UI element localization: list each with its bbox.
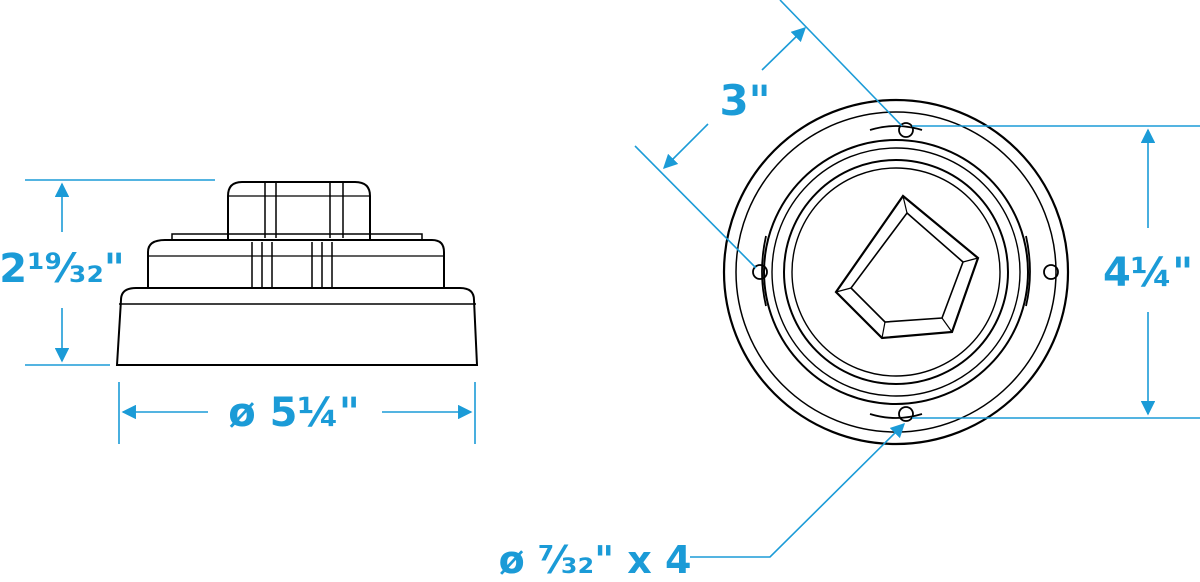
top-height-label: 4¼": [1103, 250, 1193, 296]
knob-rib-right: [329, 182, 344, 238]
flange-ring-inner: [771, 147, 1021, 397]
side-diameter-label: ø 5¼": [228, 390, 359, 436]
middle-ribs: [251, 242, 333, 288]
flange-ring: [763, 139, 1029, 405]
middle-tier-step: [171, 233, 423, 240]
knob-outline: [227, 181, 371, 240]
middle-tier-outline: [147, 239, 445, 288]
outer-rim: [722, 98, 1070, 446]
spacing-extension-top: [779, 0, 903, 127]
side-diameter-dimension: [118, 382, 476, 444]
top-spacing-dimension: [634, 0, 903, 269]
cap-outer: [783, 159, 1009, 385]
flange-segments: [761, 125, 1031, 419]
mount-hole-top: [898, 122, 914, 138]
hole-leader: [690, 422, 906, 558]
top-height-dimension: [912, 125, 1200, 419]
base-outline: [115, 287, 479, 366]
hole-label: ø ⁷⁄₃₂" x 4: [499, 538, 692, 582]
top-spacing-label: 3": [719, 76, 770, 125]
hole-leader-line: [690, 422, 906, 558]
cap-inner: [791, 167, 1001, 377]
mount-hole-bottom: [898, 406, 914, 422]
pentagon-inner: [849, 211, 964, 323]
pentagon-bevel: [835, 195, 979, 339]
mount-hole-left: [752, 264, 768, 280]
spacing-arrow-down: [662, 123, 709, 170]
side-height-dimension: [25, 179, 215, 366]
mount-hole-right: [1043, 264, 1059, 280]
side-height-label: 2¹⁹⁄₃₂": [0, 246, 125, 292]
knob-rib-left: [264, 182, 277, 238]
top-view: [722, 98, 1070, 446]
spacing-extension-left: [634, 145, 757, 269]
side-view: [115, 181, 479, 366]
pentagon-outer: [834, 194, 980, 340]
spacing-arrow-up: [761, 26, 807, 71]
